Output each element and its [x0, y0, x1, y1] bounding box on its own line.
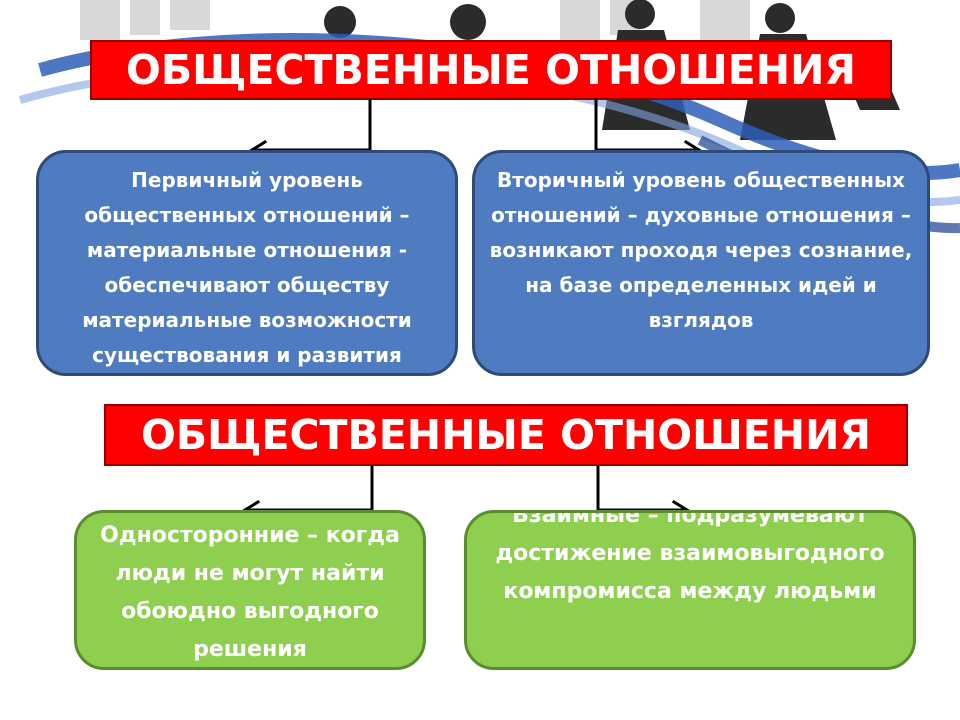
primary-level-text: Первичный уровень общественных отношений… — [82, 168, 412, 367]
one-sided-box: Односторонние – когда люди не могут найт… — [74, 510, 426, 670]
one-sided-text: Односторонние – когда люди не могут найт… — [100, 523, 400, 662]
mutual-text: Взаимные – подразумевают достижение взаи… — [495, 510, 885, 604]
secondary-level-text: Вторичный уровень общественных отношений… — [489, 168, 913, 332]
top-title-banner: ОБЩЕСТВЕННЫЕ ОТНОШЕНИЯ — [90, 40, 892, 100]
primary-level-box: Первичный уровень общественных отношений… — [36, 150, 458, 376]
bottom-title-banner: ОБЩЕСТВЕННЫЕ ОТНОШЕНИЯ — [104, 404, 908, 466]
background-buildings — [80, 0, 750, 40]
secondary-level-box: Вторичный уровень общественных отношений… — [472, 150, 930, 376]
mutual-box: Взаимные – подразумевают достижение взаи… — [464, 510, 916, 670]
